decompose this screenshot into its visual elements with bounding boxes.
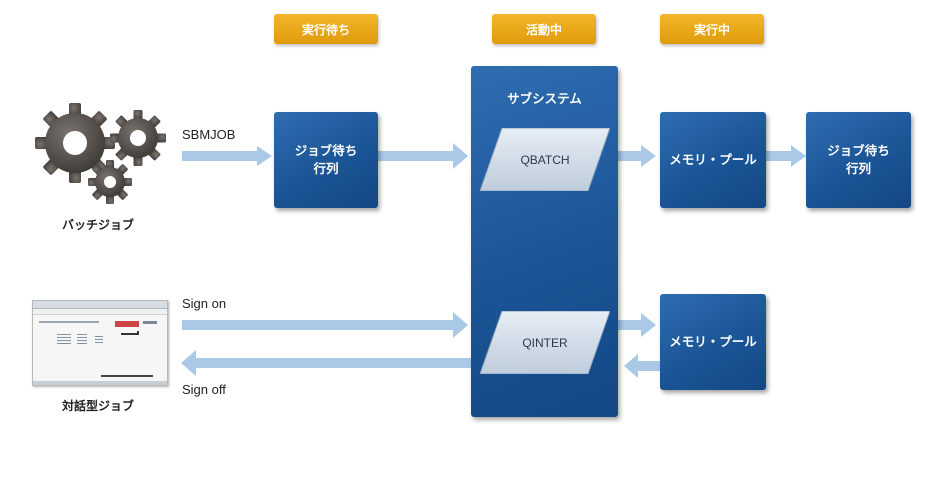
arrow-qinter-to-pool [618, 313, 656, 337]
arrow-sign-on [182, 312, 468, 338]
job-queue-left-line2: 行列 [313, 161, 339, 176]
job-queue-left-line1: ジョブ待ち [294, 142, 358, 158]
sign-on-label: Sign on [182, 296, 227, 311]
gears-icon [35, 103, 166, 204]
interactive-job-label: 対話型ジョブ [61, 399, 134, 413]
job-queue-box-left: ジョブ待ち 行列 [274, 112, 378, 208]
terminal-screen-icon [32, 300, 168, 386]
job-queue-right-line1: ジョブ待ち [827, 142, 890, 158]
job-queue-box-right: ジョブ待ち 行列 [806, 112, 911, 208]
arrow-pool-to-qinter [624, 354, 660, 378]
memory-pool-box-bottom: メモリ・プール [660, 294, 766, 390]
subsystem-title: サブシステム [507, 91, 582, 106]
sbmjob-label: SBMJOB [182, 127, 236, 142]
header-active: 活動中 [492, 14, 596, 44]
job-queue-right-line2: 行列 [845, 161, 871, 176]
arrow-queue-to-subsystem [378, 143, 468, 169]
arrow-sign-off [181, 350, 471, 376]
sign-off-label: Sign off [182, 382, 226, 397]
header-running: 実行中 [660, 14, 764, 44]
qbatch-queue: QBATCH [479, 127, 611, 192]
qbatch-label: QBATCH [520, 152, 570, 167]
qinter-label: QINTER [522, 335, 568, 350]
arrow-sbmjob-to-queue [182, 146, 272, 166]
memory-pool-box-top: メモリ・プール [660, 112, 766, 208]
qinter-queue: QINTER [479, 310, 611, 375]
arrow-qbatch-to-pool [618, 145, 656, 167]
memory-pool-top-label: メモリ・プール [669, 151, 757, 167]
memory-pool-bottom-label: メモリ・プール [669, 333, 757, 349]
batch-job-label: バッチジョブ [61, 218, 134, 232]
arrow-pool-to-queue [766, 145, 806, 167]
header-waiting: 実行待ち [274, 14, 378, 44]
